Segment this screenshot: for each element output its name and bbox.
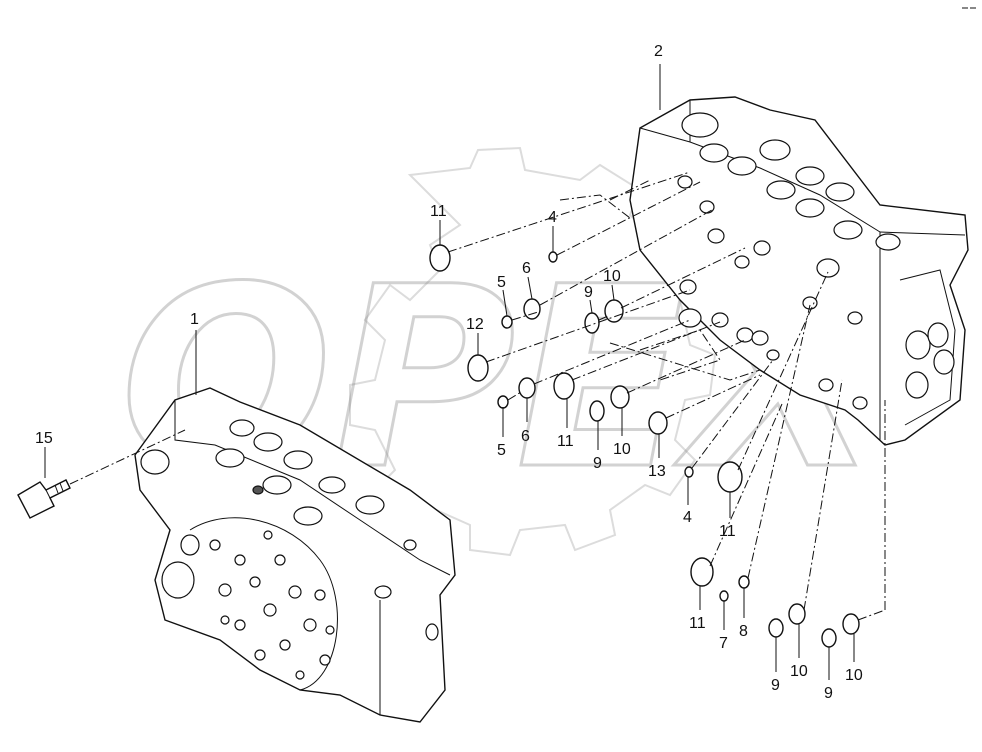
callout-labels: 2 1 15 11 4 5 6 9 10 12 5 6 11 9 10 13 4… — [35, 43, 863, 702]
oring-9-a — [584, 312, 600, 334]
callout-6-a: 6 — [522, 260, 531, 277]
callout-12: 12 — [466, 316, 484, 333]
oring-11-d — [690, 557, 714, 587]
callout-11-c: 11 — [719, 523, 736, 540]
bolt-15 — [17, 429, 186, 519]
oring-13 — [648, 411, 668, 435]
oring-4-b — [684, 466, 694, 478]
oring-5-a — [501, 315, 513, 329]
oring-11-a — [429, 244, 451, 272]
callout-10-d: 10 — [845, 667, 863, 684]
callout-7: 7 — [719, 635, 728, 652]
backup-6-b — [518, 377, 536, 399]
oring-7 — [719, 590, 729, 602]
callout-2: 2 — [654, 43, 663, 60]
oring-9-d — [821, 628, 837, 648]
callout-10-b: 10 — [613, 441, 631, 458]
seals — [429, 244, 860, 648]
backup-6-a — [523, 298, 541, 320]
callout-6-b: 6 — [521, 428, 530, 445]
callout-10-a: 10 — [603, 268, 621, 285]
callout-11-d: 11 — [689, 615, 706, 632]
backup-10-c — [788, 603, 806, 625]
backup-8 — [738, 575, 750, 589]
valve-block-1 — [134, 387, 456, 723]
backup-10-d — [842, 613, 860, 635]
callout-15: 15 — [35, 430, 53, 447]
oring-9-b — [589, 400, 605, 422]
assembly-lines — [447, 171, 886, 621]
callout-9-a: 9 — [584, 284, 593, 301]
leader-lines — [44, 64, 855, 680]
callout-9-b: 9 — [593, 455, 602, 472]
callout-8: 8 — [739, 623, 748, 640]
oring-11-b — [553, 372, 575, 400]
callout-10-c: 10 — [790, 663, 808, 680]
callout-9-d: 9 — [824, 685, 833, 702]
callout-11-a: 11 — [430, 203, 447, 220]
callout-5-a: 5 — [497, 274, 506, 291]
callout-9-c: 9 — [771, 677, 780, 694]
oring-9-c — [768, 618, 784, 638]
oring-4-a — [548, 251, 558, 263]
oring-5-b — [497, 395, 509, 409]
callout-13: 13 — [648, 463, 666, 480]
valve-block-2 — [629, 96, 969, 446]
callout-4-a: 4 — [548, 209, 557, 226]
callout-4-b: 4 — [683, 509, 692, 526]
callout-11-b: 11 — [557, 433, 574, 450]
callout-5-b: 5 — [497, 442, 506, 459]
callout-1: 1 — [190, 311, 199, 328]
oring-12 — [467, 354, 489, 382]
oring-11-c — [717, 461, 743, 493]
backup-10-b — [610, 385, 630, 409]
backup-10-a — [604, 299, 624, 323]
